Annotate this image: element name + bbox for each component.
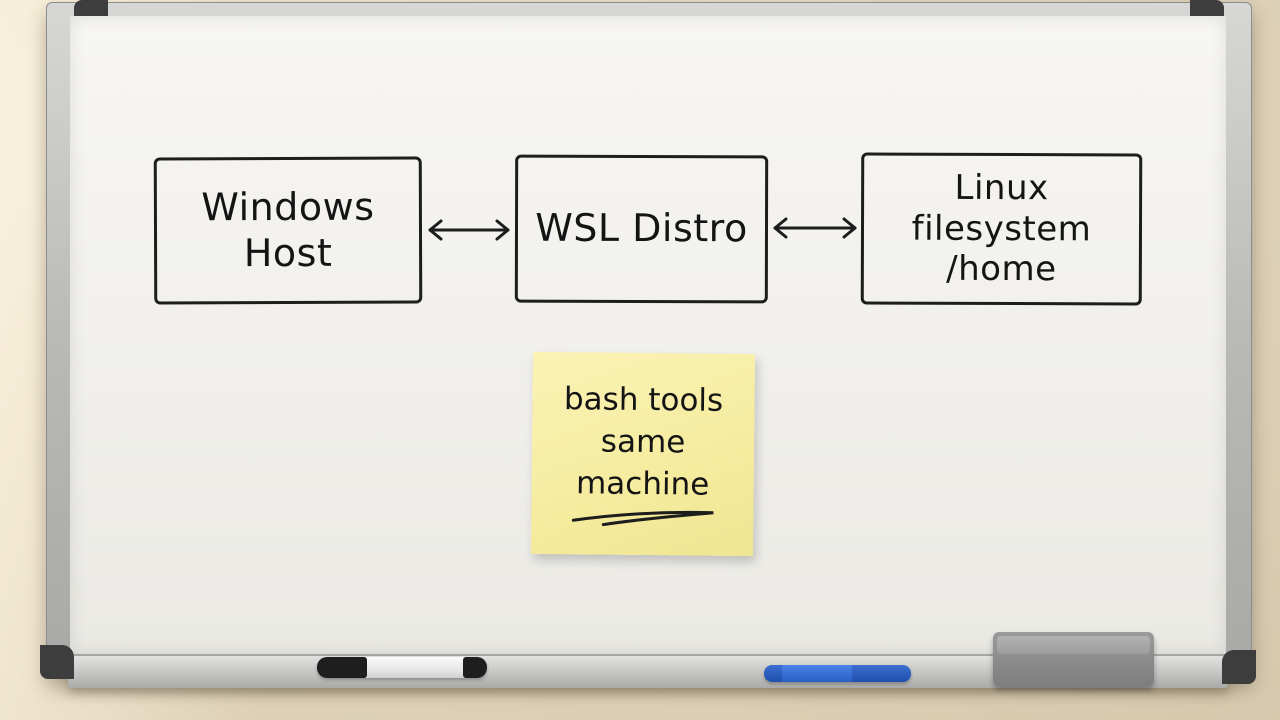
box-windows-host: Windows Host	[153, 156, 423, 305]
box-linux-filesystem-line-2: /home	[946, 249, 1057, 290]
sticky-note-line-3: machine	[575, 465, 710, 503]
frame-corner-bottom-left	[40, 645, 74, 679]
box-windows-host-label: Windows Host	[201, 184, 375, 275]
sticky-note-underline	[571, 510, 714, 527]
box-linux-filesystem: Linux filesystem /home	[860, 152, 1143, 306]
sticky-note-line-1: bash tools	[563, 381, 724, 419]
whiteboard-eraser[interactable]	[993, 632, 1154, 686]
sticky-note-line-2: same	[600, 423, 686, 461]
box-wsl-distro: WSL Distro	[514, 154, 769, 304]
whiteboard-surface	[70, 16, 1226, 654]
box-linux-filesystem-label: Linux filesystem /home	[864, 167, 1139, 290]
box-linux-filesystem-line-1: Linux filesystem	[911, 167, 1092, 249]
frame-corner-bottom-right	[1222, 650, 1256, 684]
blue-marker[interactable]	[764, 665, 911, 682]
sticky-note: bash tools same machine	[530, 351, 756, 557]
black-marker[interactable]	[317, 657, 487, 678]
box-wsl-distro-label: WSL Distro	[535, 205, 748, 251]
